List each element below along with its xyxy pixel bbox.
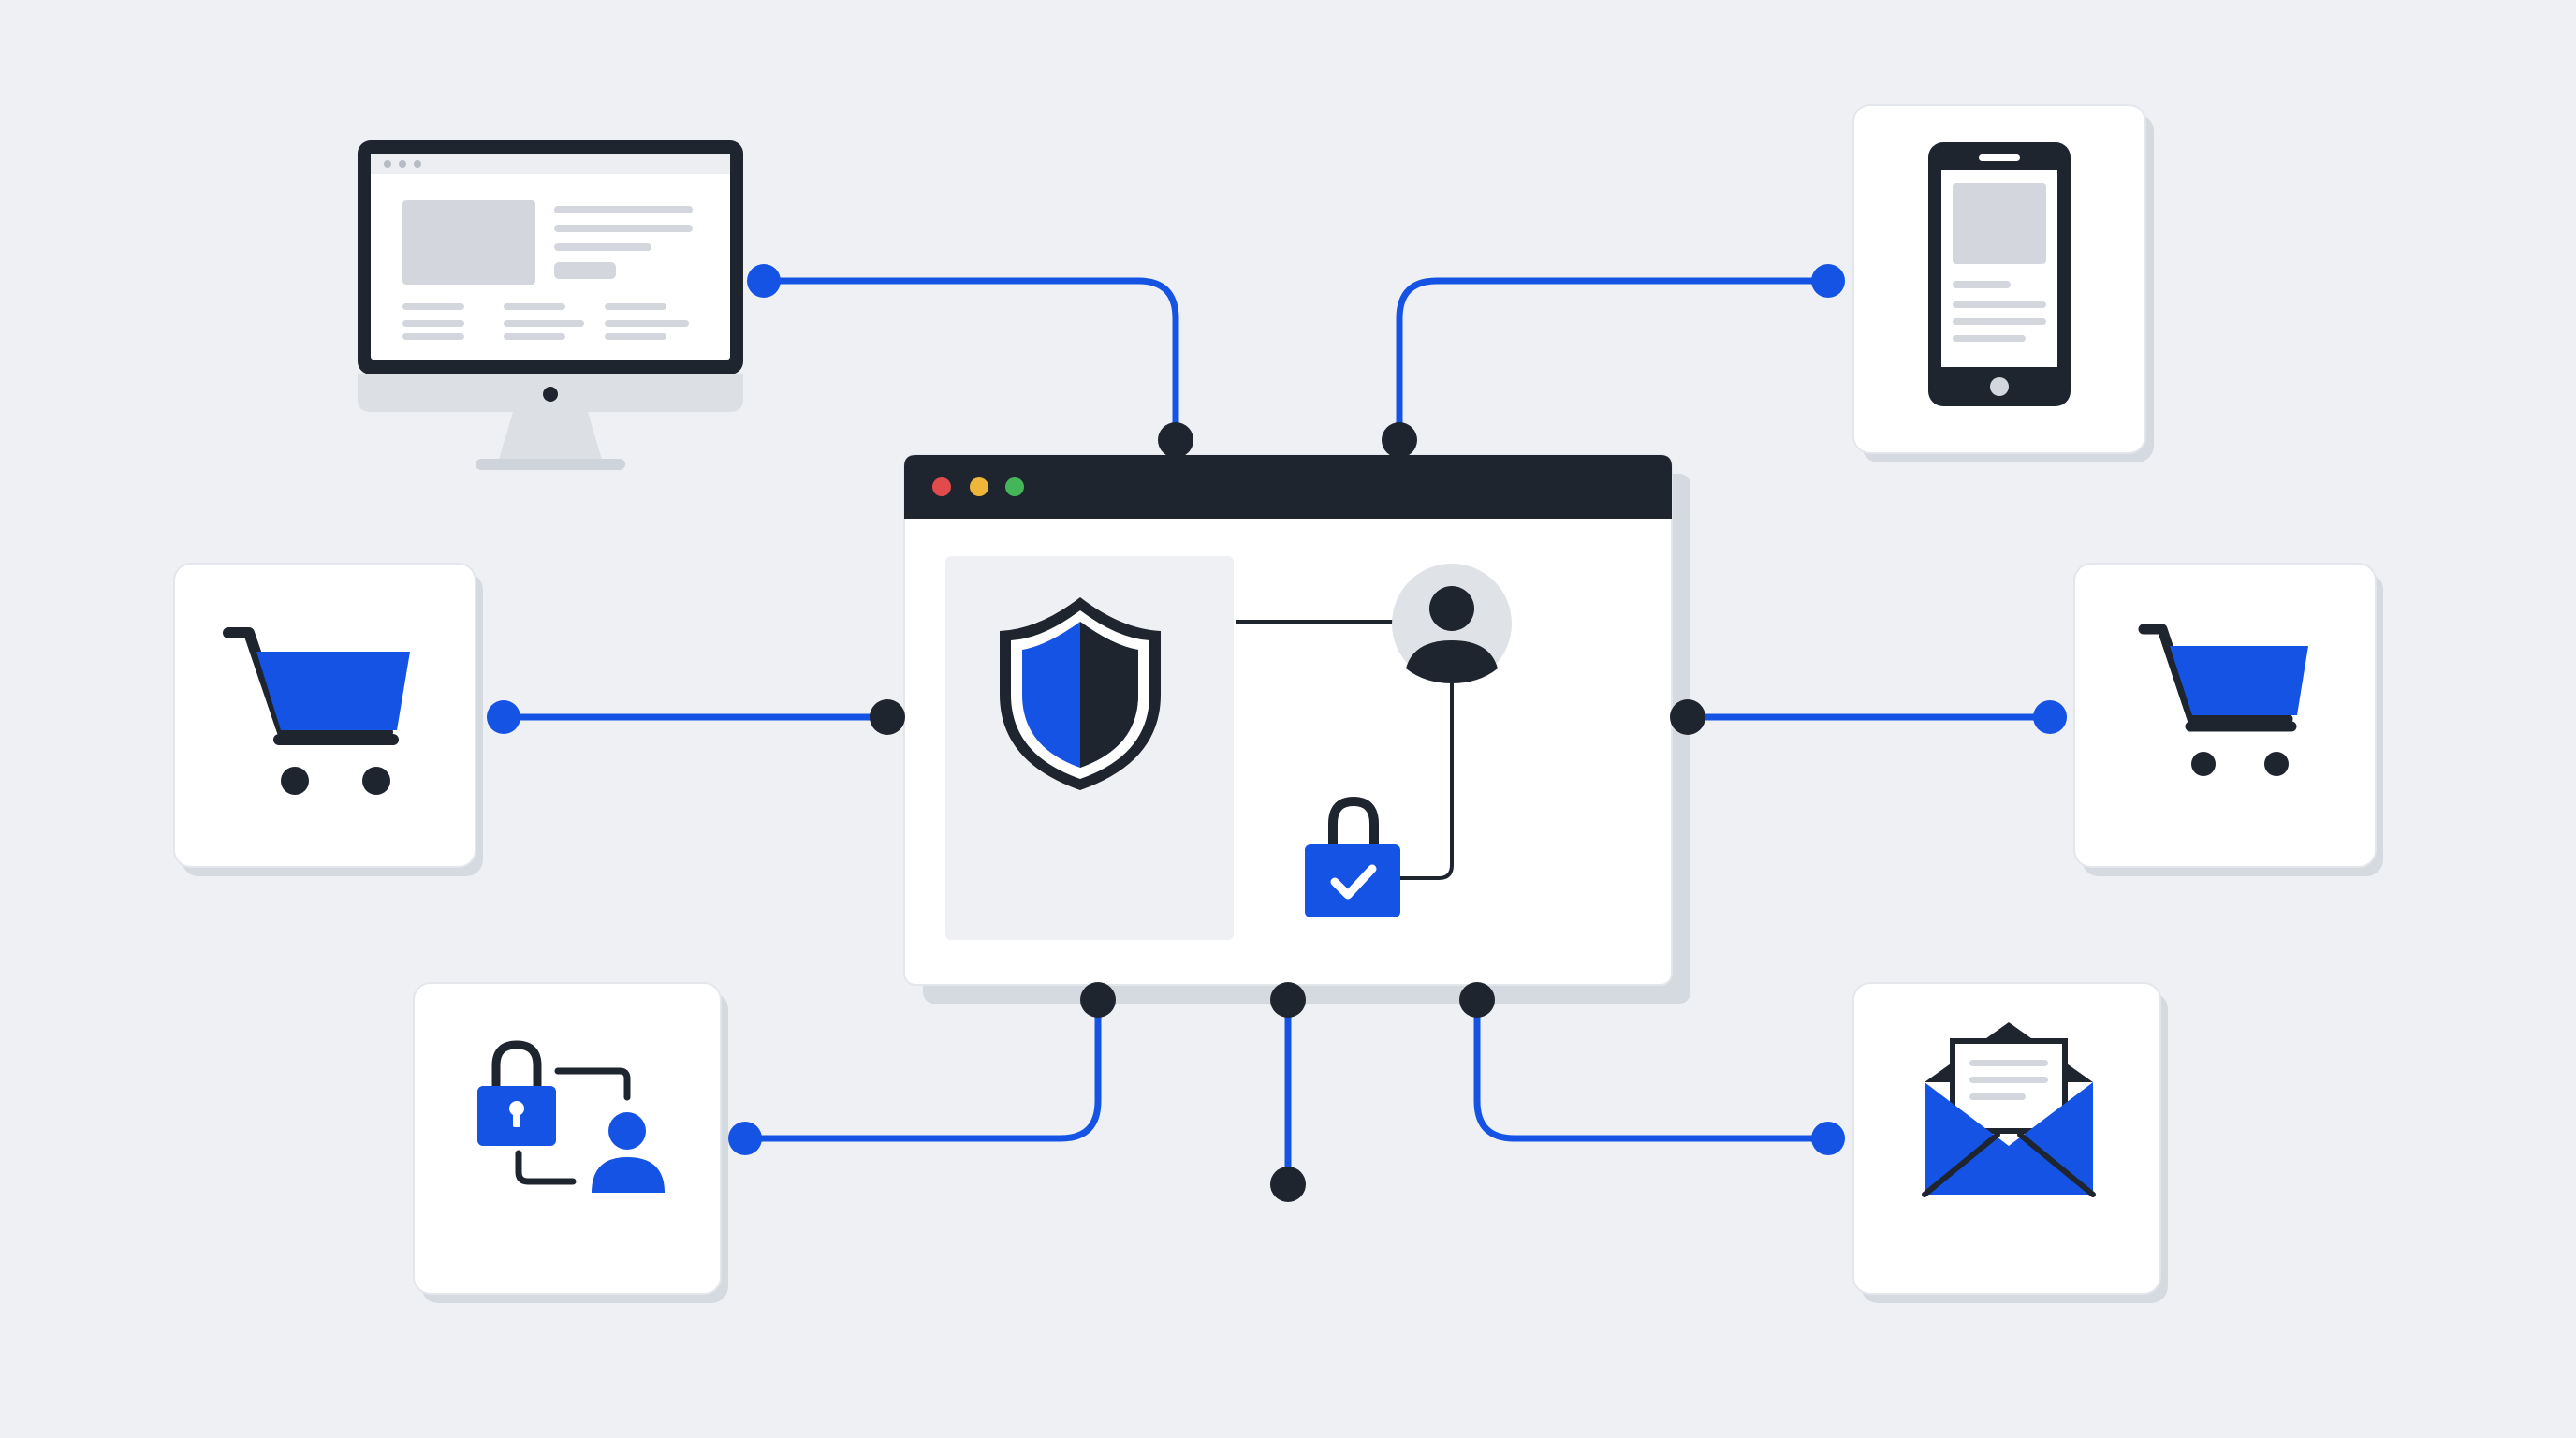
window-maximize-dot	[1005, 477, 1024, 496]
junction-right	[1670, 699, 1705, 735]
junction-bottom-right	[1459, 982, 1495, 1018]
hub-window	[903, 454, 1690, 1004]
node-cart-left	[173, 563, 483, 876]
dot-desktop	[747, 264, 781, 298]
dot-cart-left	[487, 700, 520, 734]
junction-bottom-left	[1080, 982, 1116, 1018]
padlock-check-icon	[1305, 796, 1400, 917]
endpoint-dots-blue	[487, 264, 2067, 1155]
junction-dots-dark	[870, 422, 1705, 1202]
node-desktop	[358, 140, 743, 470]
lock-user-access-icon	[477, 1040, 665, 1193]
dot-cart-right	[2033, 700, 2067, 734]
dot-email	[1811, 1122, 1845, 1155]
node-access	[413, 982, 728, 1303]
connector-desktop	[760, 277, 1179, 444]
node-email	[1852, 982, 2168, 1303]
node-smartphone	[1852, 104, 2154, 462]
junction-top-right	[1382, 422, 1417, 458]
user-avatar-icon	[1392, 564, 1512, 683]
connector-email	[1473, 996, 1832, 1142]
envelope-icon	[1922, 1022, 2096, 1197]
window-close-dot	[932, 477, 951, 496]
node-cart-right	[2073, 563, 2383, 876]
smartphone-icon	[1928, 142, 2071, 406]
shopping-cart-icon	[223, 627, 410, 795]
junction-bottom-center	[1270, 982, 1306, 1018]
desktop-monitor-icon	[358, 140, 743, 470]
shopping-cart-icon	[2138, 624, 2308, 776]
dot-access	[728, 1122, 762, 1155]
connector-access	[741, 996, 1102, 1142]
connector-smartphone	[1396, 277, 1832, 444]
junction-top-left	[1158, 422, 1193, 458]
shield-icon	[1000, 597, 1161, 790]
junction-left	[870, 699, 905, 735]
hub-title-bar	[904, 455, 1672, 519]
connectors	[500, 277, 2054, 1188]
junction-bottom-end	[1270, 1167, 1306, 1202]
dot-smartphone	[1811, 264, 1845, 298]
window-minimize-dot	[970, 477, 988, 496]
